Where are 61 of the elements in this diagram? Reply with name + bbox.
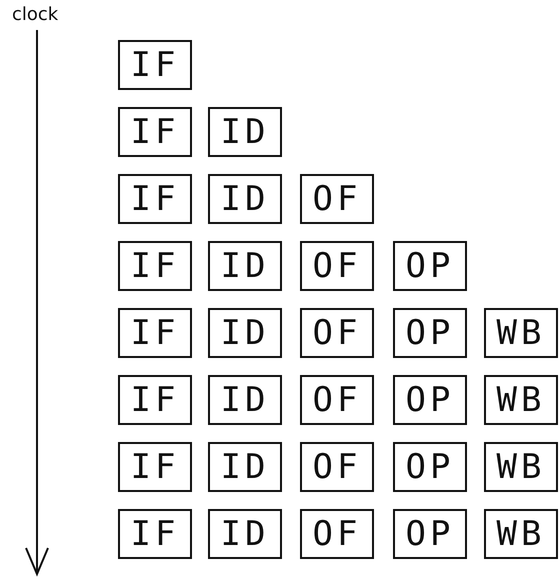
stage-box xyxy=(208,509,282,559)
stage-label: OP xyxy=(406,316,454,350)
stage-label: ID xyxy=(220,316,270,350)
stage-label: IF xyxy=(130,182,180,216)
stage-label: WB xyxy=(496,316,546,350)
stage-box xyxy=(208,442,282,492)
stage-box xyxy=(208,308,282,358)
stage-label: ID xyxy=(220,249,270,283)
stage-label: WB xyxy=(496,450,546,484)
stage-label: WB xyxy=(496,383,546,417)
stage-label: IF xyxy=(130,249,180,283)
stage-label: IF xyxy=(130,383,180,417)
stage-label: IF xyxy=(130,517,180,551)
stage-label: OP xyxy=(406,383,454,417)
stage-box xyxy=(393,241,467,291)
stage-label: ID xyxy=(220,182,270,216)
stage-box xyxy=(300,308,374,358)
stage-label: IF xyxy=(130,115,180,149)
stage-label: OF xyxy=(312,316,362,350)
stage-box xyxy=(208,107,282,157)
stage-box xyxy=(484,375,558,425)
axis-label: clock xyxy=(12,4,58,25)
stage-label: OF xyxy=(312,450,362,484)
stage-box xyxy=(118,40,192,90)
stage-box xyxy=(300,241,374,291)
stage-box xyxy=(393,442,467,492)
stage-box xyxy=(300,509,374,559)
stage-box xyxy=(118,107,192,157)
stage-box xyxy=(208,174,282,224)
stage-label: OF xyxy=(312,517,362,551)
stage-label: IF xyxy=(130,48,180,82)
stage-label: OP xyxy=(406,450,454,484)
stage-label: ID xyxy=(220,450,270,484)
stage-box xyxy=(118,174,192,224)
stage-box xyxy=(484,509,558,559)
stage-label: ID xyxy=(220,115,270,149)
stage-box xyxy=(118,308,192,358)
stage-box xyxy=(208,241,282,291)
stage-label: OF xyxy=(312,383,362,417)
stage-box xyxy=(118,375,192,425)
stage-box xyxy=(393,509,467,559)
stage-box xyxy=(393,375,467,425)
stage-box xyxy=(484,442,558,492)
stage-box xyxy=(118,241,192,291)
stage-box xyxy=(118,442,192,492)
stage-label: WB xyxy=(496,517,546,551)
stage-box xyxy=(484,308,558,358)
stage-box xyxy=(300,174,374,224)
stage-box xyxy=(393,308,467,358)
stage-label: ID xyxy=(220,517,270,551)
stage-label: OF xyxy=(312,182,362,216)
stage-label: OP xyxy=(406,517,454,551)
stage-label: IF xyxy=(130,450,180,484)
stage-label: OP xyxy=(406,249,454,283)
stage-box xyxy=(118,509,192,559)
stage-box xyxy=(300,375,374,425)
stage-box xyxy=(208,375,282,425)
stage-label: ID xyxy=(220,383,270,417)
stage-label: OF xyxy=(312,249,362,283)
stage-box xyxy=(300,442,374,492)
stage-label: IF xyxy=(130,316,180,350)
